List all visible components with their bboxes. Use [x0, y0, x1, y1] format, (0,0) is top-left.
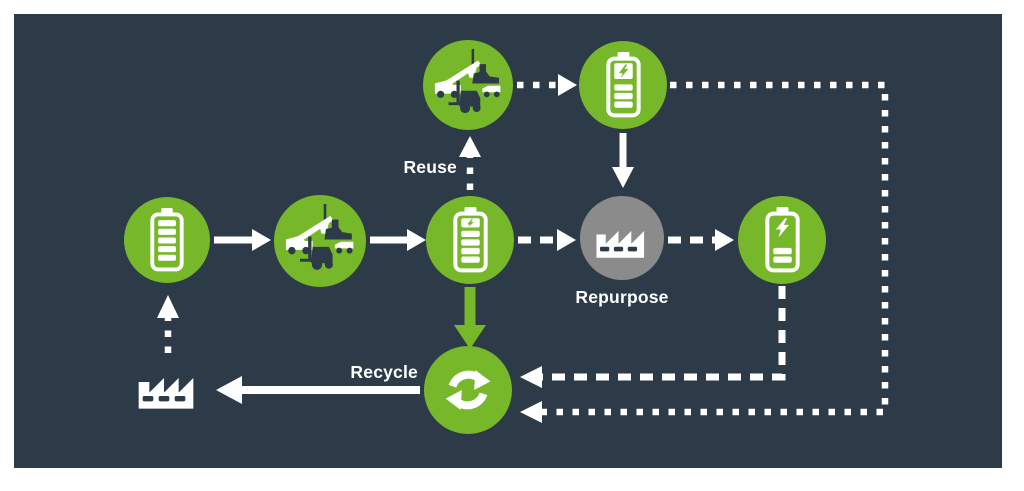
- node-battery-charging-top: [579, 41, 667, 129]
- factory-icon: [596, 231, 645, 258]
- machinery-fleet-icon: [434, 49, 501, 114]
- repurpose-label: Repurpose: [575, 287, 669, 307]
- node-machinery-reuse: [423, 40, 513, 130]
- node-raw-material-factory: [134, 362, 202, 415]
- node-repurpose-factory: [580, 196, 664, 280]
- node-battery-charging: [426, 196, 514, 284]
- battery-charging-icon: [452, 207, 488, 273]
- node-recycle: [424, 346, 512, 434]
- recycle-label: Recycle: [350, 362, 418, 382]
- battery-full-icon: [150, 208, 184, 272]
- node-machinery-first-use: [274, 195, 366, 287]
- battery-charging-large-icon: [605, 52, 641, 118]
- node-battery-low: [738, 196, 826, 284]
- reuse-label: Reuse: [403, 157, 457, 177]
- battery-low-bolt-icon: [764, 207, 800, 273]
- node-battery-full: [124, 197, 210, 283]
- factory-icon: [138, 378, 194, 409]
- recycle-arrows-icon: [445, 370, 491, 410]
- machinery-fleet-icon: [285, 204, 354, 270]
